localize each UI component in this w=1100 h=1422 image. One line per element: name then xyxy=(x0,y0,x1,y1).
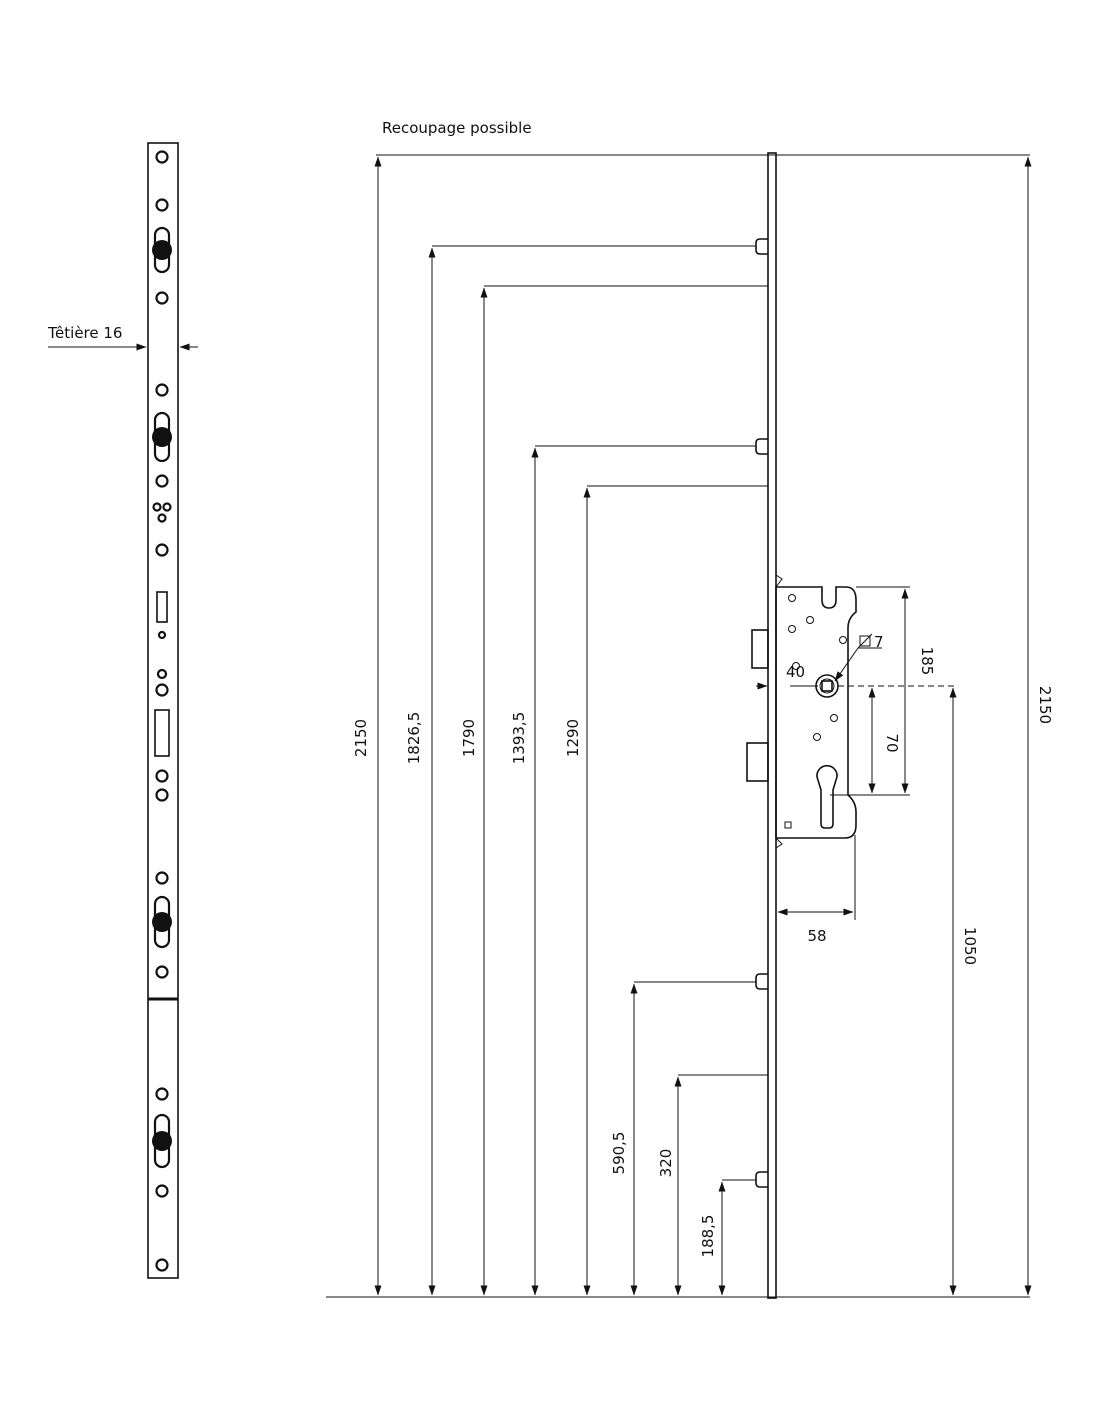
dim-1826-label: 1826,5 xyxy=(405,712,423,765)
square-symbol xyxy=(859,635,871,647)
screw-hole xyxy=(155,788,169,802)
latch-opening xyxy=(156,591,168,623)
screw-hole xyxy=(155,683,169,697)
faceplate-front-view: Têtière 16 xyxy=(47,142,198,1279)
small-hole xyxy=(152,502,162,512)
dim-70-label: 70 xyxy=(883,733,901,752)
dim-2150-left-label: 2150 xyxy=(352,719,370,757)
faceplate-outline xyxy=(147,142,179,1279)
dim-185-label: 185 xyxy=(918,647,936,676)
lock-case-outline xyxy=(775,586,857,839)
mushroom-bolt xyxy=(152,912,172,932)
dim-2150-right-label: 2150 xyxy=(1036,686,1054,724)
small-hole xyxy=(156,668,168,680)
dim-1050-label: 1050 xyxy=(961,927,979,965)
square-label: 7 xyxy=(874,633,884,651)
screw-hole xyxy=(155,198,169,212)
screw-hole xyxy=(155,474,169,488)
dim-590-label: 590,5 xyxy=(610,1132,628,1175)
screw-hole xyxy=(155,1087,169,1101)
screw-hole xyxy=(155,871,169,885)
lock-side-view: Recoupage possible xyxy=(326,119,1054,1299)
screw-hole xyxy=(155,150,169,164)
dim-1393-label: 1393,5 xyxy=(510,712,528,765)
deadbolt xyxy=(746,742,769,782)
hook-bolt xyxy=(755,973,768,990)
latch-bolt xyxy=(751,629,769,669)
mushroom-bolt xyxy=(152,1131,172,1151)
spindle-hub xyxy=(815,674,839,698)
cylinder-cutout xyxy=(816,764,838,829)
screw-hole xyxy=(155,543,169,557)
small-hole xyxy=(157,630,167,640)
screw-hole xyxy=(155,769,169,783)
screw-hole xyxy=(155,1184,169,1198)
hook-bolt xyxy=(755,438,768,455)
small-hole xyxy=(157,513,167,523)
tetiere-label: Têtière 16 xyxy=(47,324,122,342)
hook-bolt xyxy=(755,238,768,255)
mushroom-bolt xyxy=(152,240,172,260)
screw-hole xyxy=(155,1258,169,1272)
backset-label: 40 xyxy=(786,663,805,681)
recoupage-label: Recoupage possible xyxy=(382,119,532,137)
small-hole xyxy=(162,502,172,512)
hook-bolt xyxy=(755,1171,768,1188)
screw-hole xyxy=(155,383,169,397)
dim-1290-label: 1290 xyxy=(564,719,582,757)
square-spindle xyxy=(821,680,833,692)
faceplate-side xyxy=(767,152,777,1299)
lock-case xyxy=(775,574,857,849)
mushroom-bolt xyxy=(152,427,172,447)
screw-hole xyxy=(155,291,169,305)
dim-58-label: 58 xyxy=(807,927,826,945)
dim-1790-label: 1790 xyxy=(460,719,478,757)
screw-hole xyxy=(155,965,169,979)
dim-320-label: 320 xyxy=(657,1149,675,1178)
deadbolt-opening xyxy=(154,709,170,757)
dim-188-label: 188,5 xyxy=(699,1215,717,1258)
